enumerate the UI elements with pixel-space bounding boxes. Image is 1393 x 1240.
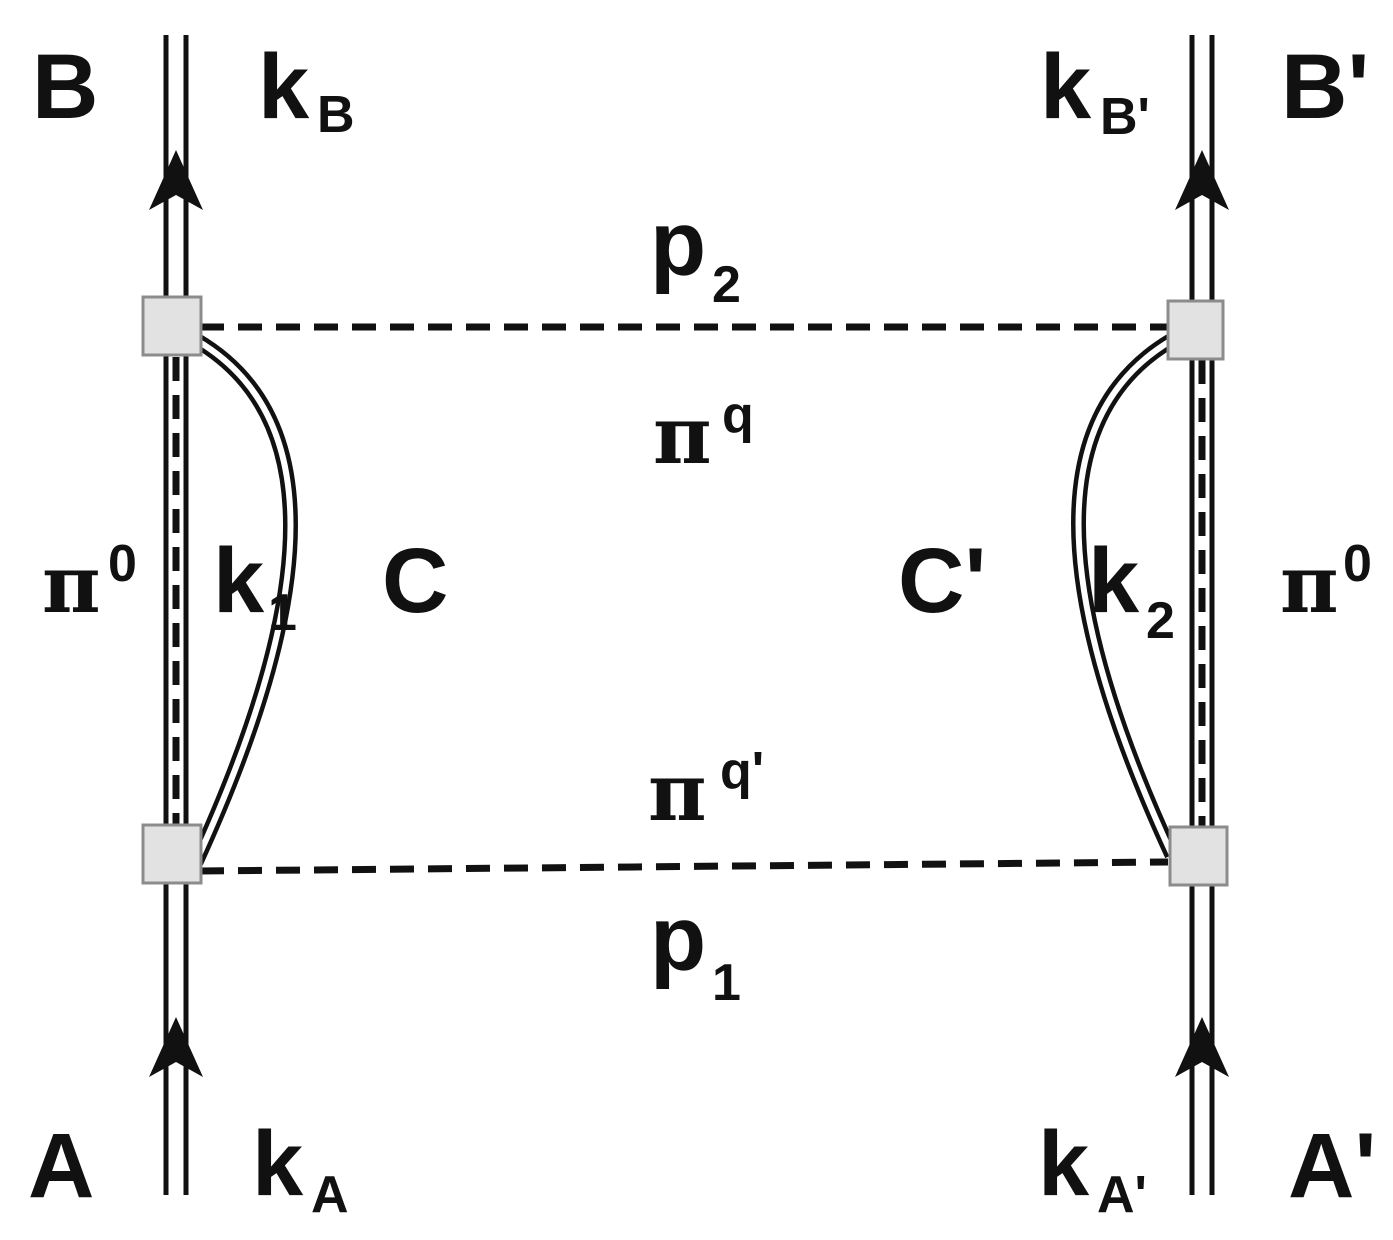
propagator-arc-c	[189, 333, 298, 866]
label-b: B	[32, 36, 98, 138]
label-c-prime: C'	[898, 530, 986, 632]
momentum-label-p-2: p 2	[650, 193, 741, 314]
k-letter: k	[213, 530, 265, 632]
momentum-label-k-a: k A	[252, 1113, 349, 1224]
superscript-q-prime: q'	[720, 742, 764, 800]
pi-letter: π	[648, 745, 707, 839]
k-letter: k	[252, 1113, 304, 1215]
k-letter: k	[258, 36, 310, 138]
vertex-top-right	[1166, 299, 1225, 361]
pion-label-pi-q: π q	[653, 386, 754, 482]
pion-line-p1	[199, 858, 1169, 875]
momentum-label-k-1: k 1	[213, 530, 297, 642]
momentum-label-k-a-prime: k A'	[1038, 1113, 1147, 1224]
label-b-prime: B'	[1281, 36, 1369, 138]
propagator-arc-c-prime	[1071, 333, 1179, 859]
label-a: A	[28, 1115, 94, 1217]
vertex-bottom-right	[1168, 825, 1229, 887]
pion-label-pi-0-right: π 0	[1280, 535, 1372, 631]
momentum-label-k-b: k B	[258, 36, 355, 144]
superscript-q: q	[722, 386, 754, 444]
vertex-bottom-left	[141, 823, 203, 885]
subscript-a-prime: A'	[1097, 1166, 1147, 1224]
subscript-b-prime: B'	[1100, 88, 1150, 146]
subscript-2: 2	[1146, 592, 1175, 650]
pi-letter: π	[42, 537, 101, 631]
label-a-prime: A'	[1288, 1115, 1376, 1217]
k-letter: k	[1040, 36, 1092, 138]
arrow-up-icon-a-prime	[1175, 1017, 1229, 1077]
right-external-line	[1189, 35, 1215, 1195]
label-c: C	[382, 530, 448, 632]
k-letter: k	[1088, 530, 1140, 632]
pion-label-pi-q-prime: π q'	[648, 742, 764, 839]
subscript-2: 2	[712, 256, 741, 314]
momentum-label-k-b-prime: k B'	[1040, 36, 1150, 146]
momentum-label-k-2: k 2	[1088, 530, 1175, 650]
arrow-up-icon-a	[149, 1017, 203, 1077]
p-letter: p	[650, 888, 706, 990]
pion-label-pi-0-left: π 0	[42, 535, 137, 631]
vertex-top-left	[141, 295, 203, 357]
arrow-up-icon-b-prime	[1175, 150, 1229, 210]
pi-letter: π	[1280, 537, 1339, 631]
subscript-1: 1	[268, 584, 297, 642]
left-external-line	[163, 35, 189, 1195]
pi-letter: π	[653, 388, 712, 482]
subscript-a: A	[311, 1166, 349, 1224]
k-letter: k	[1038, 1113, 1090, 1215]
superscript-0: 0	[1343, 535, 1372, 593]
momentum-label-p-1: p 1	[650, 888, 741, 1012]
p-letter: p	[650, 193, 706, 295]
subscript-1: 1	[712, 954, 741, 1012]
arrow-up-icon-b	[149, 150, 203, 210]
subscript-b: B	[317, 86, 355, 144]
superscript-0: 0	[108, 535, 137, 593]
